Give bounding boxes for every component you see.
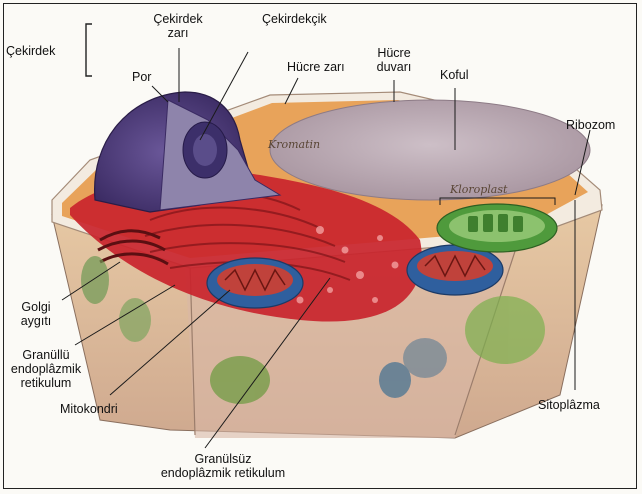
label-vacuole: Koful (440, 68, 469, 82)
label-chloroplast: Kloroplast (450, 183, 507, 197)
label-golgi-line1: Golgi (14, 300, 58, 314)
label-chromatin: Kromatin (268, 138, 320, 152)
label-smooth-er: Granülsüz endoplâzmik retikulum (148, 452, 298, 480)
label-rough-er-line2: endoplâzmik (4, 362, 88, 376)
nucleus-bracket (86, 24, 92, 76)
label-rough-er-line1: Granüllü (4, 348, 88, 362)
label-nucleolus: Çekirdekçik (262, 12, 327, 26)
label-cell-membrane: Hücre zarı (287, 60, 345, 74)
label-nuclear-envelope-line2: zarı (148, 26, 208, 40)
label-pore: Por (132, 70, 151, 84)
label-smooth-er-line1: Granülsüz (148, 452, 298, 466)
label-smooth-er-line2: endoplâzmik retikulum (148, 466, 298, 480)
label-cell-wall-line2: duvarı (362, 60, 426, 74)
label-rough-er-line3: retikulum (4, 376, 88, 390)
chloroplast (437, 204, 557, 252)
label-golgi: Golgi aygıtı (14, 300, 58, 328)
label-nuclear-envelope: Çekirdek zarı (148, 12, 208, 40)
label-ribosome: Ribozom (566, 118, 615, 132)
label-cytoplasm: Sitoplâzma (538, 398, 600, 412)
label-nucleus: Çekirdek (6, 44, 55, 58)
label-rough-er: Granüllü endoplâzmik retikulum (4, 348, 88, 390)
label-mitochondrion: Mitokondri (60, 402, 118, 416)
mitochondrion-1 (207, 258, 303, 308)
label-nuclear-envelope-line1: Çekirdek (148, 12, 208, 26)
label-golgi-line2: aygıtı (14, 314, 58, 328)
mitochondrion-2 (407, 245, 503, 295)
label-cell-wall-line1: Hücre (362, 46, 426, 60)
label-cell-wall: Hücre duvarı (362, 46, 426, 74)
